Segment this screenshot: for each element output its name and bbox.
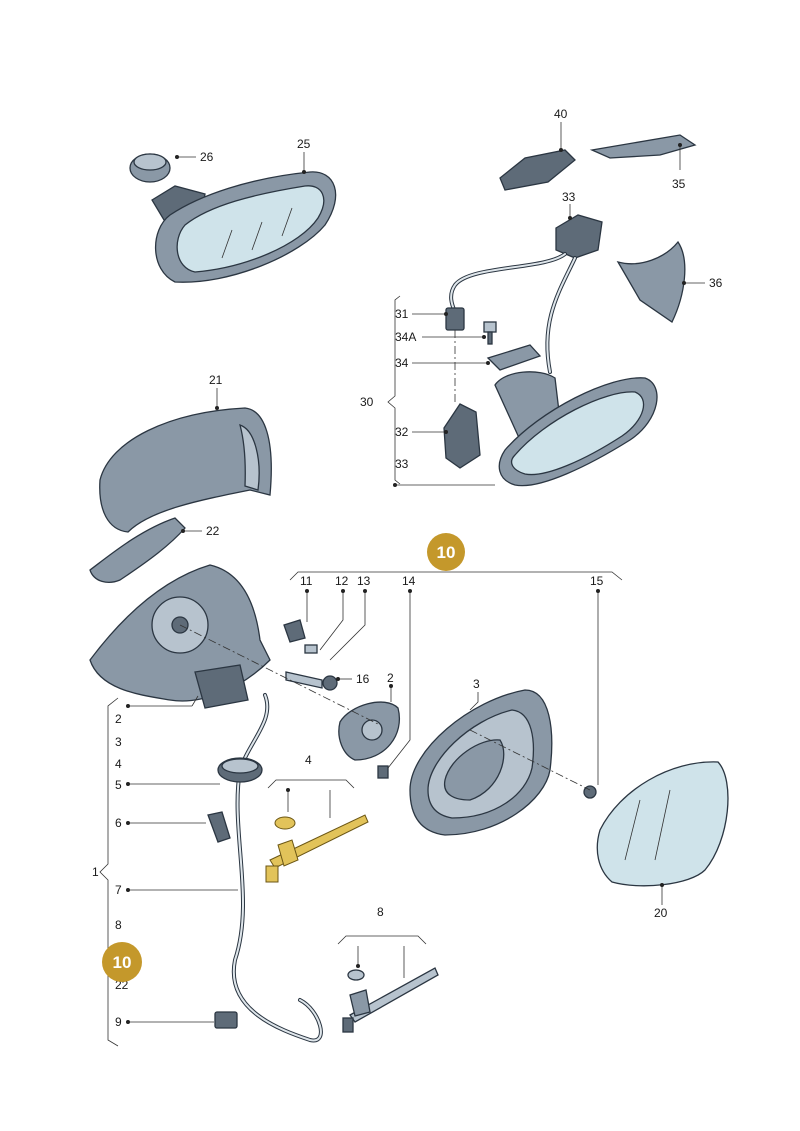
callout-20: 20 — [654, 906, 668, 920]
mirror-glass-20 — [596, 761, 729, 887]
callout-labels: 26 25 40 35 33 36 31 34A 34 30 32 33 21 … — [92, 107, 723, 1029]
fasteners-11-12-13-16 — [283, 619, 338, 691]
callout-15: 15 — [590, 574, 604, 588]
callout-7: 7 — [115, 883, 122, 897]
glass-carrier-3 — [409, 689, 553, 836]
callout-11: 11 — [300, 574, 313, 588]
callout-5: 5 — [115, 778, 122, 792]
callout-2-plate: 2 — [387, 671, 394, 685]
housing-cap-21 — [99, 407, 272, 533]
connector-31 — [445, 307, 465, 331]
wiring-harness-33 — [449, 214, 603, 374]
cover-40 — [499, 149, 576, 191]
leader-dots — [126, 143, 686, 1024]
callout-2: 2 — [115, 712, 122, 726]
callout-4-list: 4 — [115, 757, 122, 771]
callout-12: 12 — [335, 574, 349, 588]
callout-9: 9 — [115, 1015, 122, 1029]
callout-22: 22 — [206, 524, 220, 538]
callout-3: 3 — [115, 735, 122, 749]
callout-33-bottom: 33 — [395, 457, 409, 471]
callout-1: 1 — [92, 865, 99, 879]
mounting-plate-2 — [338, 701, 400, 779]
callout-14: 14 — [402, 574, 416, 588]
callout-3-carrier: 3 — [473, 677, 480, 691]
callout-40: 40 — [554, 107, 568, 121]
badge-10-left-text: 10 — [113, 953, 132, 972]
callout-31: 31 — [395, 307, 409, 321]
interior-mirror-25 — [151, 171, 337, 283]
trim-cover-36 — [616, 240, 686, 323]
mirror-mount-26 — [129, 153, 171, 183]
callout-32: 32 — [395, 425, 409, 439]
callout-8-list: 8 — [115, 918, 122, 932]
badge-10-top: 10 — [427, 533, 465, 571]
callout-34a: 34A — [395, 330, 416, 344]
bracket-34 — [486, 344, 542, 371]
cable-tie-kit-8 — [342, 967, 439, 1033]
bracket-35 — [589, 134, 697, 159]
badge-10-left: 10 — [102, 942, 142, 982]
callout-30: 30 — [360, 395, 374, 409]
screw-34a — [483, 321, 497, 345]
callout-13: 13 — [357, 574, 371, 588]
callout-16: 16 — [356, 672, 370, 686]
callout-34: 34 — [395, 356, 409, 370]
callout-35: 35 — [672, 177, 686, 191]
cable-tie-kit-4 — [265, 814, 369, 883]
cable-harness-7 — [207, 693, 323, 1043]
callout-21: 21 — [209, 373, 223, 387]
bracket-22 — [89, 517, 186, 583]
callout-36: 36 — [709, 276, 723, 290]
callout-26: 26 — [200, 150, 214, 164]
callout-8: 8 — [377, 905, 384, 919]
callout-4: 4 — [305, 753, 312, 767]
callout-6: 6 — [115, 816, 122, 830]
alignment-lines — [179, 330, 591, 791]
badge-10-top-text: 10 — [437, 543, 456, 562]
mirror-base-2 — [89, 564, 271, 709]
screw-15 — [583, 785, 597, 799]
connector-32 — [443, 403, 481, 469]
callout-33-top: 33 — [562, 190, 576, 204]
mirror-30 — [494, 371, 658, 487]
leader-lines — [99, 122, 705, 1047]
callout-25: 25 — [297, 137, 311, 151]
